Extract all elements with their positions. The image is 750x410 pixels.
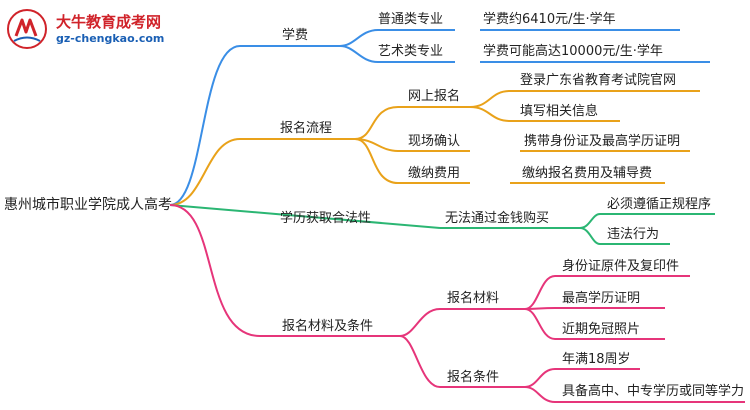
logo-emblem-icon bbox=[7, 9, 47, 49]
branch-tuition: 学费 bbox=[282, 28, 309, 43]
process-connectors bbox=[169, 90, 700, 206]
tuition-art-label: 艺术类专业 bbox=[378, 44, 444, 59]
legality-item-1: 必须遵循正规程序 bbox=[607, 197, 712, 212]
materials-doc-2: 最高学历证明 bbox=[562, 291, 641, 306]
logo-url: gz-chengkao.com bbox=[56, 32, 165, 45]
branch-legality: 学历获取合法性 bbox=[280, 211, 372, 226]
logo-title: 大牛教育成考网 bbox=[56, 13, 162, 31]
tuition-regular-label: 普通类专业 bbox=[378, 12, 444, 27]
materials-doc-3: 近期免冠照片 bbox=[562, 322, 641, 337]
materials-condition-2: 具备高中、中专学历或同等学力 bbox=[562, 384, 745, 399]
process-online-step-2: 填写相关信息 bbox=[520, 104, 599, 119]
process-payment-label: 缴纳费用 bbox=[408, 166, 461, 181]
legality-sub-label: 无法通过金钱购买 bbox=[445, 211, 550, 226]
tuition-regular-detail: 学费约6410元/生·学年 bbox=[483, 12, 616, 27]
materials-connectors bbox=[169, 204, 745, 403]
process-onsite-label: 现场确认 bbox=[408, 134, 461, 149]
site-logo: 大牛教育成考网 gz-chengkao.com bbox=[6, 8, 196, 50]
tuition-art-detail: 学费可能高达10000元/生·学年 bbox=[483, 44, 663, 59]
legality-item-2: 违法行为 bbox=[607, 227, 660, 242]
materials-condition-1: 年满18周岁 bbox=[562, 352, 631, 367]
branch-materials: 报名材料及条件 bbox=[282, 319, 374, 334]
tuition-connectors bbox=[169, 29, 710, 206]
branch-process: 报名流程 bbox=[280, 121, 333, 136]
process-onsite-detail: 携带身份证及最高学历证明 bbox=[524, 134, 681, 149]
materials-docs-label: 报名材料 bbox=[447, 291, 500, 306]
materials-doc-1: 身份证原件及复印件 bbox=[562, 259, 680, 274]
legality-connectors bbox=[169, 204, 715, 245]
materials-conditions-label: 报名条件 bbox=[447, 370, 500, 385]
mindmap-root: 惠州城市职业学院成人高考 bbox=[4, 197, 172, 213]
process-payment-detail: 缴纳报名费用及辅导费 bbox=[522, 166, 653, 181]
process-online-step-1: 登录广东省教育考试院官网 bbox=[520, 73, 677, 88]
process-online-label: 网上报名 bbox=[408, 89, 461, 104]
